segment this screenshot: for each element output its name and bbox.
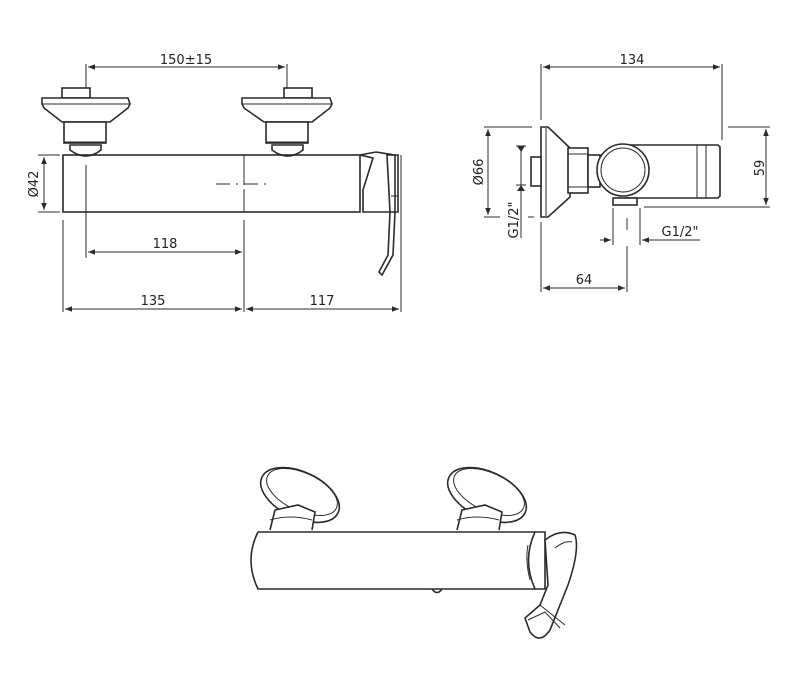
dim-outlet-thread: G1/2" [662,225,699,240]
dim-body-diameter: Ø42 [27,171,42,198]
left-escutcheon-3d [259,466,341,531]
dim-inlet-spacing: 150±15 [160,53,212,68]
dim-inlet-thread: G1/2" [507,202,522,239]
mixer-body-3d [250,531,536,590]
left-inlet-escutcheon [41,87,131,157]
outlet [612,197,638,206]
perspective-view [250,466,578,639]
mixer-body [62,154,361,213]
right-escutcheon-3d [446,466,528,531]
dim-center-to-right: 117 [310,294,335,309]
hex-nut [567,147,589,194]
body-end-circle [596,143,650,197]
dim-inlet-to-center: 118 [153,237,178,252]
lever-3d [524,531,578,639]
dim-left-to-center: 135 [141,294,166,309]
side-view: 134 Ø66 59 G1/2" G1/2" 64 [472,53,770,292]
lever-handle [359,151,399,277]
front-view: 150±15 Ø42 118 135 117 [27,53,402,312]
dim-height: 59 [753,160,768,177]
wall-flange [540,126,571,218]
right-inlet-escutcheon [241,87,333,157]
dim-depth: 134 [620,53,645,68]
dim-flange-diameter: Ø66 [472,159,487,186]
dim-wall-to-outlet: 64 [576,273,593,288]
